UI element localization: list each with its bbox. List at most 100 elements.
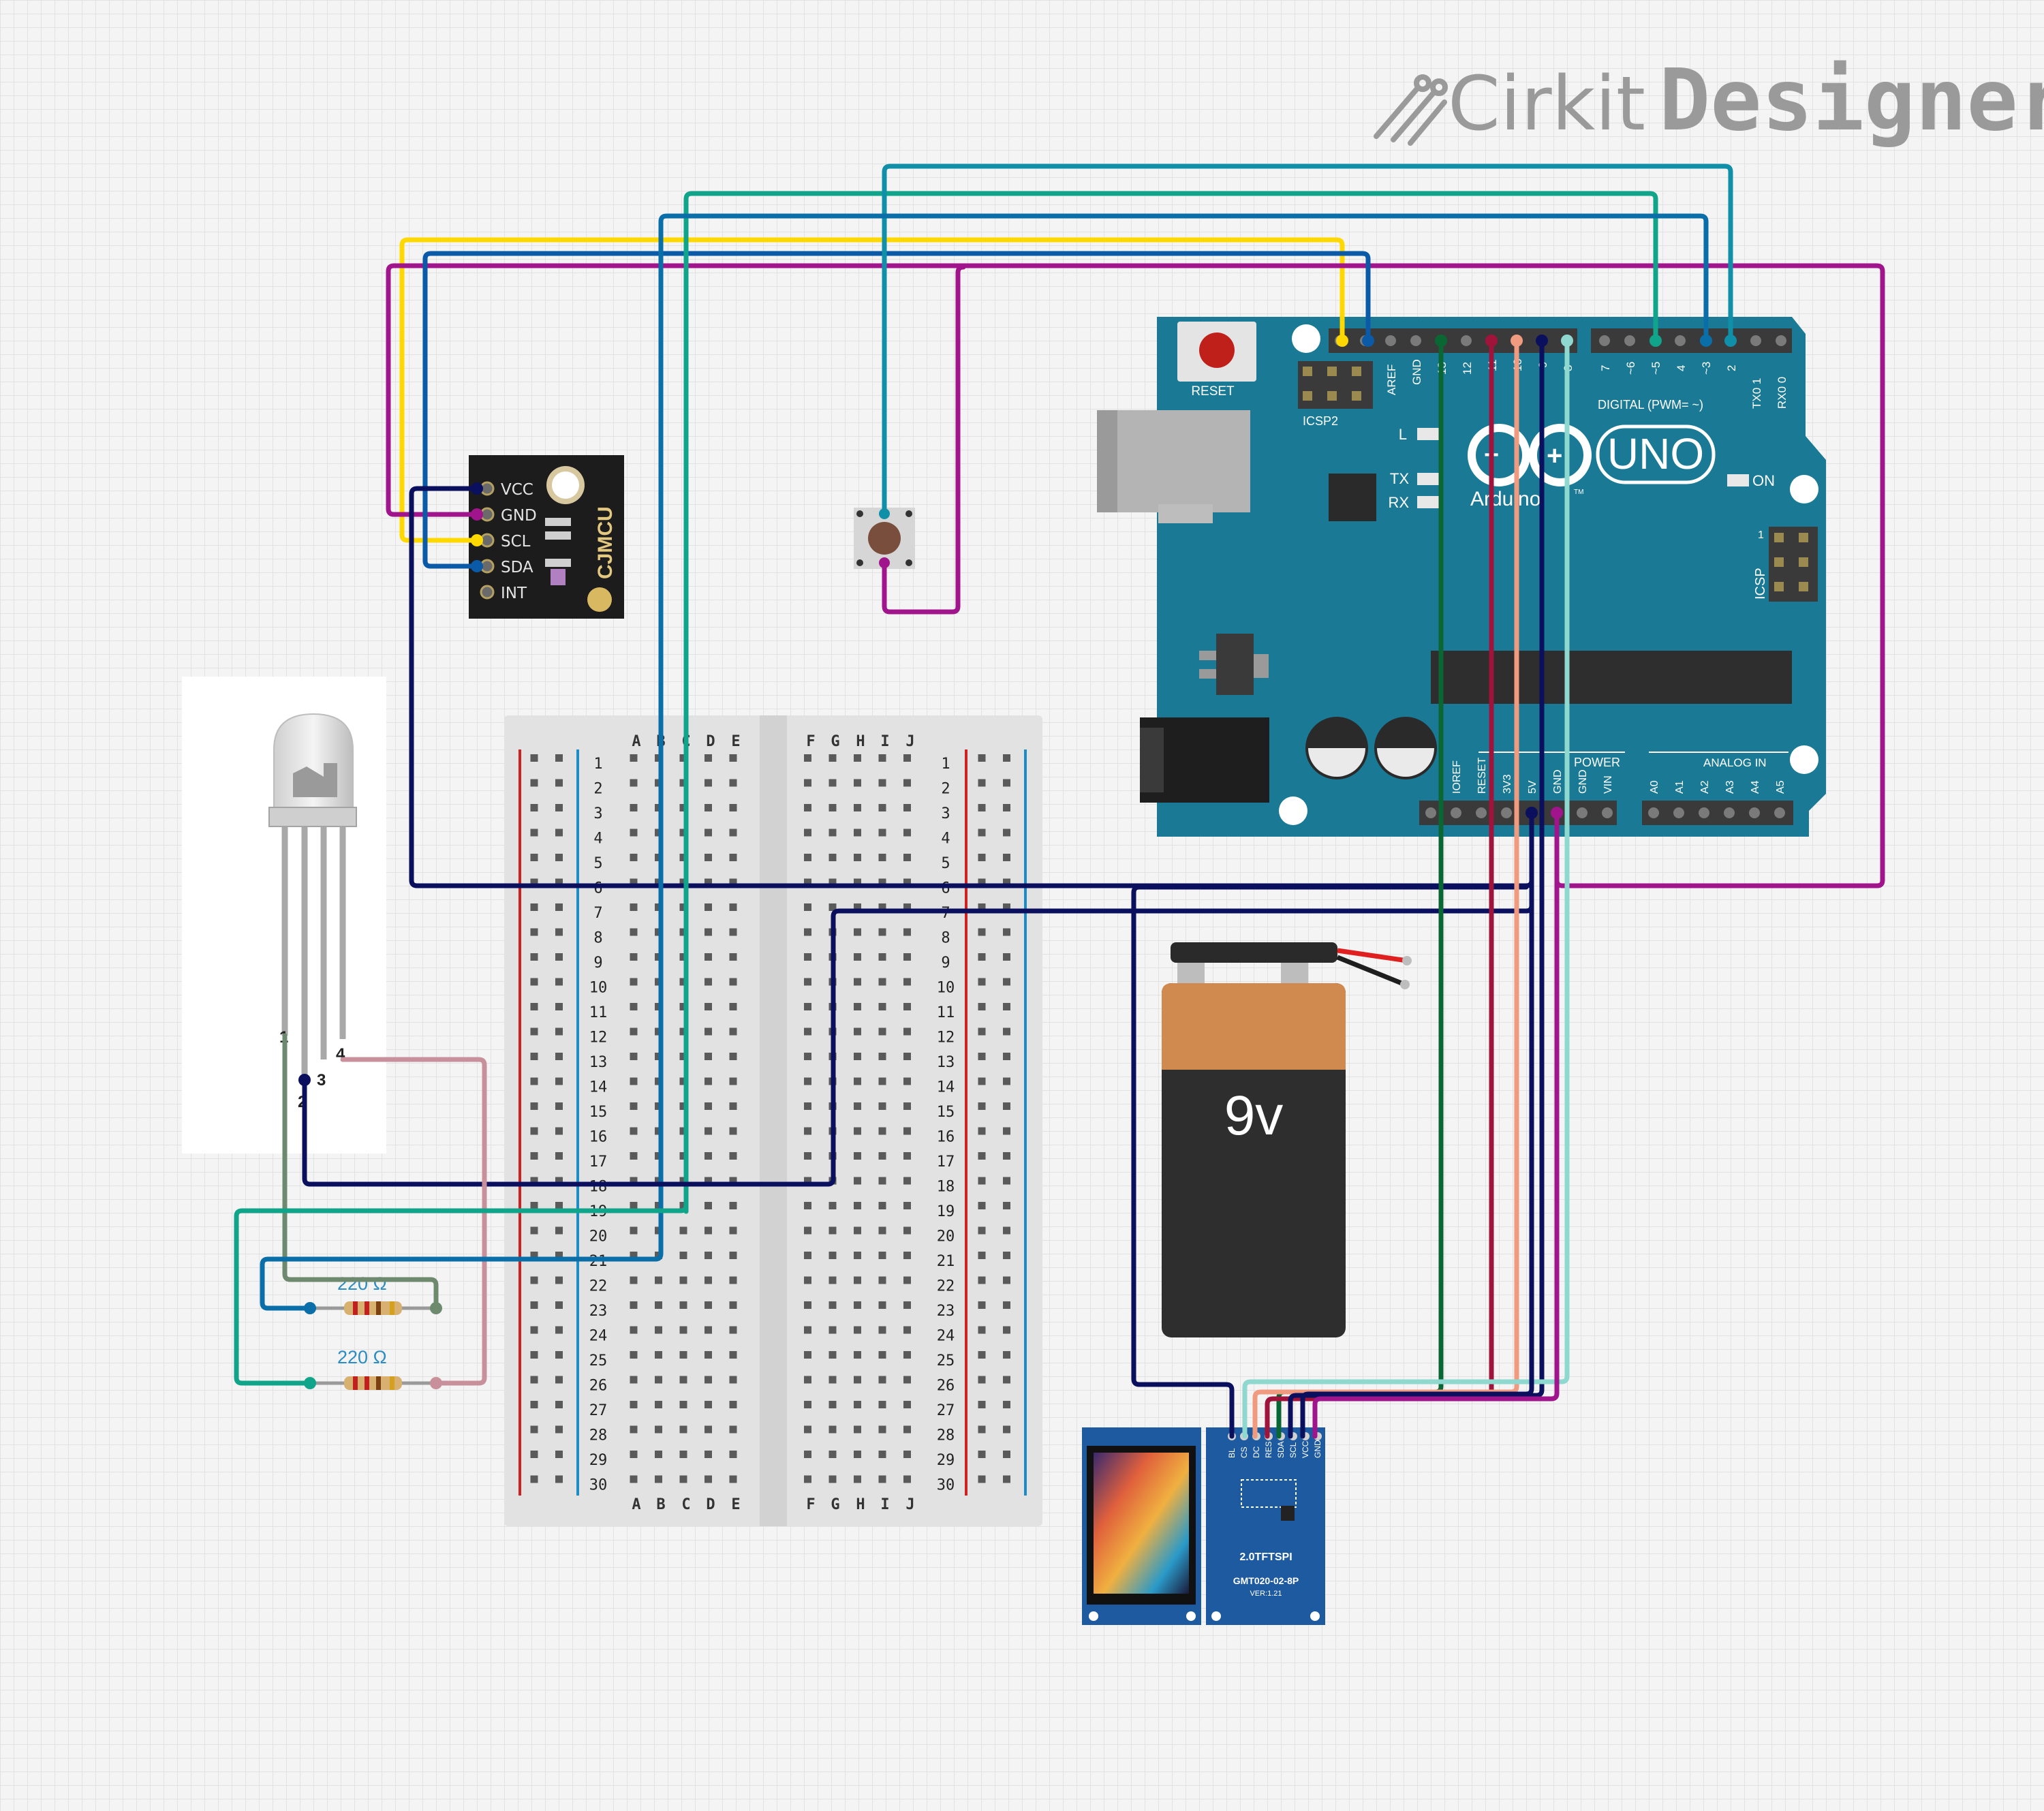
row-label-left: 25	[589, 1352, 608, 1369]
arduino-uno[interactable]: AREF GND 13 12 ~11 ~10 ~9 8 7 ~6 ~5 4 ~3…	[1097, 317, 1826, 837]
terminal-right-holes[interactable]	[799, 751, 923, 1497]
on-label: ON	[1752, 472, 1775, 489]
col-label-b-bottom: B	[656, 1496, 665, 1513]
wire-purple-tft-gnd[interactable]	[1312, 810, 1560, 1439]
icsp2-label: ICSP2	[1303, 414, 1338, 428]
breadboard-center-channel	[760, 715, 787, 1526]
pin-label-3v3: 3V3	[1502, 774, 1513, 794]
wire-purple-gnd[interactable]	[386, 263, 1885, 888]
pin-label-2: 2	[1725, 365, 1738, 371]
pin-label-a2: A2	[1699, 780, 1711, 794]
wire-purple-button[interactable]	[882, 264, 966, 615]
wire-teal-pin5[interactable]	[683, 191, 1658, 1214]
col-label-h: H	[856, 733, 865, 750]
arduino-logo-icon	[1468, 424, 1592, 486]
logo-designer-text: Designer	[1659, 51, 2044, 150]
battery-9v[interactable]: 9v	[1162, 942, 1412, 1337]
row-label-right: 13	[937, 1054, 955, 1071]
digital-header-right[interactable]	[1591, 328, 1792, 353]
mount-hole-right	[1790, 475, 1818, 504]
tx-led-label: TX	[1390, 470, 1409, 487]
pin-label-gnd-1: GND	[1552, 769, 1564, 794]
mount-hole-top-left	[1292, 324, 1320, 353]
wire-cyan-pin2[interactable]	[882, 164, 1733, 516]
col-label-g: G	[831, 733, 839, 750]
sensor-pin-scl: SCL	[501, 533, 531, 551]
row-label-left: 7	[593, 905, 602, 922]
row-label-left: 14	[589, 1079, 608, 1096]
resistor-1[interactable]: 220 Ω	[310, 1273, 436, 1315]
wire-navy-gnd-breadboard[interactable]	[302, 883, 1534, 1187]
row-label-left: 13	[589, 1054, 608, 1071]
analog-header[interactable]	[1642, 801, 1793, 825]
col-label-d: D	[706, 733, 715, 750]
col-label-f-bottom: F	[806, 1496, 815, 1513]
breadboard[interactable]: A B C D E F G H I J A B C D E F G H I J …	[504, 715, 1042, 1526]
row-label-left: 29	[589, 1452, 608, 1469]
wire-blue-resistor1[interactable]	[260, 1241, 664, 1311]
wire-teal-resistor2[interactable]	[234, 1203, 689, 1386]
l-led	[1417, 428, 1439, 440]
uno-label: UNO	[1607, 429, 1704, 478]
col-label-f: F	[806, 733, 815, 750]
row-label-left: 10	[589, 980, 608, 997]
wire-navy-tft-vcc[interactable]	[1300, 810, 1534, 1439]
tft-display[interactable]: BL CS DC RES SDA SCL VCC GND 2.0TFTSPI G…	[1082, 1427, 1325, 1625]
sensor-logo-icon	[587, 587, 612, 612]
row-label-right: 19	[937, 1203, 955, 1220]
pin-label-7: 7	[1599, 365, 1612, 371]
row-label-right: 22	[937, 1278, 955, 1295]
cjmcu-sensor[interactable]: VCC GND SCL SDA INT CJMCU	[469, 455, 624, 619]
resistor-2[interactable]: 220 Ω	[310, 1347, 436, 1390]
pushbutton-cap[interactable]	[868, 522, 901, 555]
rail-right-holes[interactable]	[972, 751, 1022, 1497]
row-label-right: 12	[937, 1030, 955, 1047]
resistor-1-label: 220 Ω	[337, 1273, 387, 1294]
wire-yellow-scl[interactable]	[399, 237, 1345, 543]
tft-pin-bl: BL	[1227, 1448, 1237, 1458]
sensor-pin-vcc: VCC	[501, 481, 533, 499]
sensor-pin-sda: SDA	[501, 559, 533, 576]
row-label-left: 9	[593, 955, 602, 972]
col-label-e: E	[731, 733, 740, 750]
cirkit-designer-logo: Cirkit Designer	[1374, 51, 2044, 150]
pin-label-ioref: IOREF	[1451, 760, 1463, 794]
tft-pin-dc: DC	[1252, 1446, 1261, 1458]
row-label-right: 28	[937, 1427, 955, 1444]
pin-label-12: 12	[1461, 362, 1474, 375]
reset-button-cap[interactable]	[1199, 332, 1235, 368]
usb-port[interactable]	[1097, 410, 1250, 512]
wire-aqua-cs[interactable]	[1242, 338, 1570, 1439]
row-label-right: 29	[937, 1452, 955, 1469]
wire-olive-led-pin1[interactable]	[282, 1033, 439, 1311]
row-labels-right: 1234567891011121314151617181920212223242…	[937, 756, 955, 1494]
row-label-right: 8	[941, 930, 950, 947]
led-flange	[268, 807, 357, 827]
row-label-left: 24	[589, 1328, 608, 1345]
on-led	[1727, 474, 1749, 486]
pin-label-tx0: TX0 1	[1750, 378, 1763, 409]
rail-left-holes[interactable]	[525, 751, 574, 1497]
led-pin-3: 3	[317, 1071, 326, 1089]
row-label-right: 30	[937, 1477, 955, 1494]
row-label-left: 17	[589, 1154, 608, 1171]
wire-blue-sda[interactable]	[422, 251, 1371, 569]
pin-label-a4: A4	[1750, 780, 1761, 794]
row-label-right: 1	[941, 756, 950, 773]
row-label-right: 23	[937, 1303, 955, 1320]
tft-pin-cs: CS	[1239, 1446, 1249, 1458]
power-jack-front	[1140, 728, 1164, 792]
tft-pin-sda: SDA	[1276, 1441, 1286, 1458]
analog-label: ANALOG IN	[1703, 756, 1767, 769]
wire-pink-led-pin4[interactable]	[340, 1057, 487, 1386]
pin-label-vin: VIN	[1602, 775, 1614, 794]
wire-navy-tft-bl[interactable]	[1131, 884, 1529, 1439]
wire-blue-pin3[interactable]	[658, 213, 1709, 1246]
row-label-left: 16	[589, 1129, 608, 1146]
pin-label-a0: A0	[1649, 780, 1660, 794]
row-label-right: 5	[941, 855, 950, 872]
row-label-right: 16	[937, 1129, 955, 1146]
row-label-left: 26	[589, 1378, 608, 1395]
row-label-left: 3	[593, 805, 602, 822]
